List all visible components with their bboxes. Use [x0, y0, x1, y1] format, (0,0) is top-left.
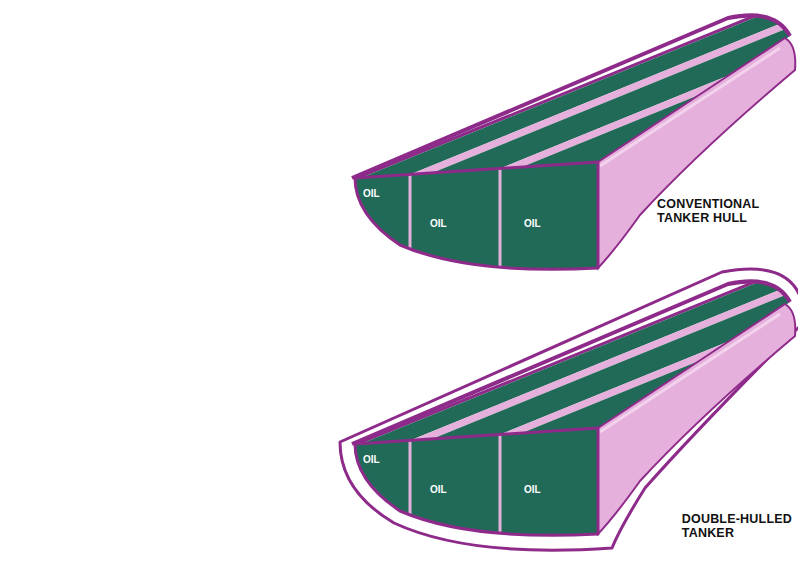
figure-caption: CONVENTIONAL TANKER HULL	[657, 197, 779, 226]
figure-caption: DOUBLE-HULLED TANKER	[682, 512, 798, 541]
compartment-label: OIL	[524, 218, 541, 229]
compartment-label: OIL	[430, 218, 447, 229]
compartment-label: OIL	[430, 484, 447, 495]
compartment-label: OIL	[363, 188, 380, 199]
compartment-label: OIL	[524, 484, 541, 495]
hull-drawing	[352, 0, 798, 290]
compartment-label: OIL	[363, 454, 380, 465]
double-hull	[340, 257, 798, 556]
inner-hull	[352, 257, 798, 556]
conventional-hull	[352, 0, 798, 290]
